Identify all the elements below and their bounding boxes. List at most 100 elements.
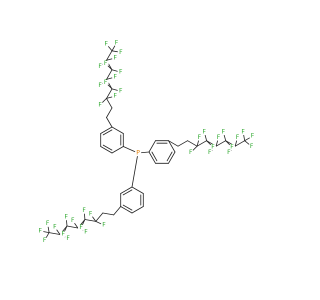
chain-bond xyxy=(95,212,104,222)
chain-bond xyxy=(113,206,122,216)
fluorine-atom-26-background xyxy=(100,222,108,229)
ring-bond xyxy=(100,146,113,154)
chain-bond xyxy=(106,69,113,80)
fluorine-atom-11: F xyxy=(119,49,123,56)
fluorine-atom-18: F xyxy=(208,149,212,156)
fluorine-atom-17-background xyxy=(215,134,222,141)
fluorine-atom-3: F xyxy=(119,88,123,95)
fluorine-atom-8: F xyxy=(98,63,102,70)
fluorine-atom-12: F xyxy=(115,39,119,46)
fluorine-atom-18-background xyxy=(206,149,213,156)
fluorine-atom-37: F xyxy=(46,220,50,227)
fluorine-atom-28: F xyxy=(79,224,83,231)
fluorine-atom-0-background xyxy=(96,101,104,108)
ring-bond xyxy=(120,186,133,194)
chain-bond xyxy=(106,50,113,61)
chain-bond xyxy=(215,140,227,147)
chain-bond xyxy=(106,88,113,99)
fluorine-atom-29: F xyxy=(82,207,86,214)
fluorine-atom-27: F xyxy=(89,211,93,218)
ring-bond xyxy=(120,206,133,214)
fluorine-atom-12-background xyxy=(113,39,120,47)
fluorine-atom-10-background xyxy=(103,40,110,48)
chain-bond xyxy=(177,140,189,147)
fluorine-atom-19-background xyxy=(220,128,227,136)
chain-bond xyxy=(106,107,113,118)
fluorine-atom-7: F xyxy=(119,69,123,76)
fluorine-atom-33: F xyxy=(65,214,69,221)
chain-bond xyxy=(84,219,97,222)
fluorine-atom-22: F xyxy=(227,149,231,156)
fluorine-atom-4: F xyxy=(98,82,102,89)
fluorine-atom-32-background xyxy=(60,231,67,238)
fluorine-atom-16: F xyxy=(211,144,215,151)
fluorine-atom-5-background xyxy=(111,73,119,81)
fluorine-atom-28-background xyxy=(77,224,85,231)
fluorine-atom-1-background xyxy=(111,92,119,100)
ring-double-bond xyxy=(122,189,133,196)
fluorine-atom-34-background xyxy=(64,235,72,242)
fluorine-atom-19: F xyxy=(222,129,226,136)
fluorine-atom-2: F xyxy=(104,79,108,86)
fluorine-atom-20-background xyxy=(228,143,236,151)
fluorine-atom-8-background xyxy=(96,63,104,70)
fluorine-atom-27-background xyxy=(87,210,94,218)
fluorine-atom-14-background xyxy=(187,149,194,156)
ring-bond xyxy=(168,140,176,153)
ring-bond xyxy=(131,186,144,194)
ring-bond xyxy=(111,146,124,154)
fluorine-atom-0: F xyxy=(98,101,102,108)
fluorine-atom-22-background xyxy=(225,149,233,156)
chain-bond xyxy=(106,98,113,109)
fluorine-atom-13: F xyxy=(198,134,202,141)
chain-bond xyxy=(196,140,208,147)
fluorine-atom-34: F xyxy=(66,235,70,242)
fluorine-atom-9-background xyxy=(111,54,119,62)
fluorine-atom-16-background xyxy=(209,143,217,151)
ring-bond xyxy=(100,126,113,134)
ring-bond xyxy=(111,126,124,134)
fluorine-atom-38-background xyxy=(37,227,44,235)
ring-double-bond xyxy=(102,144,113,151)
p-ring3-bond xyxy=(131,152,139,188)
fluorine-atom-36: F xyxy=(43,237,47,244)
fluorine-atom-15: F xyxy=(203,129,207,136)
fluorine-atom-1: F xyxy=(113,93,117,100)
fluorine-atom-7-background xyxy=(117,68,124,76)
fluorine-atom-24-background xyxy=(248,143,255,150)
phosphorus-atom-background xyxy=(134,149,142,157)
fluorine-atom-17: F xyxy=(217,134,221,141)
fluorine-atom-11-background xyxy=(117,49,125,56)
fluorine-atom-31: F xyxy=(71,217,75,224)
fluorine-atom-29-background xyxy=(80,207,88,214)
ring-bond xyxy=(148,140,156,153)
fluorine-atom-37-background xyxy=(44,220,51,227)
fluorine-atom-6-background xyxy=(102,60,109,67)
fluorine-atom-23-background xyxy=(239,128,247,136)
ring-bond xyxy=(168,151,176,164)
fluorine-atom-32: F xyxy=(62,231,66,238)
fluorine-atom-13-background xyxy=(196,134,203,141)
chain-bond xyxy=(234,140,246,147)
fluorine-atom-21: F xyxy=(236,134,240,141)
fluorine-atom-25-background xyxy=(249,133,256,140)
fluorine-atom-33-background xyxy=(63,213,70,221)
fluorine-atom-14: F xyxy=(189,149,193,156)
ring-double-bond xyxy=(166,151,173,162)
fluorine-atom-36-background xyxy=(41,237,48,244)
fluorine-atom-3-background xyxy=(117,88,124,95)
fluorine-atom-15-background xyxy=(201,128,208,136)
fluorine-atom-23: F xyxy=(241,128,245,135)
fluorine-atom-24: F xyxy=(250,143,254,150)
ring-double-bond xyxy=(102,129,113,136)
ring-bond xyxy=(131,206,144,214)
fluorine-atom-5: F xyxy=(113,74,117,81)
fluorine-atom-2-background xyxy=(102,79,109,86)
chain-bond xyxy=(48,232,61,235)
fluorine-atom-30-background xyxy=(82,228,90,235)
ring-double-bond xyxy=(122,204,133,211)
fluorine-atom-21-background xyxy=(234,134,241,141)
fluorine-atom-25: F xyxy=(251,133,255,140)
